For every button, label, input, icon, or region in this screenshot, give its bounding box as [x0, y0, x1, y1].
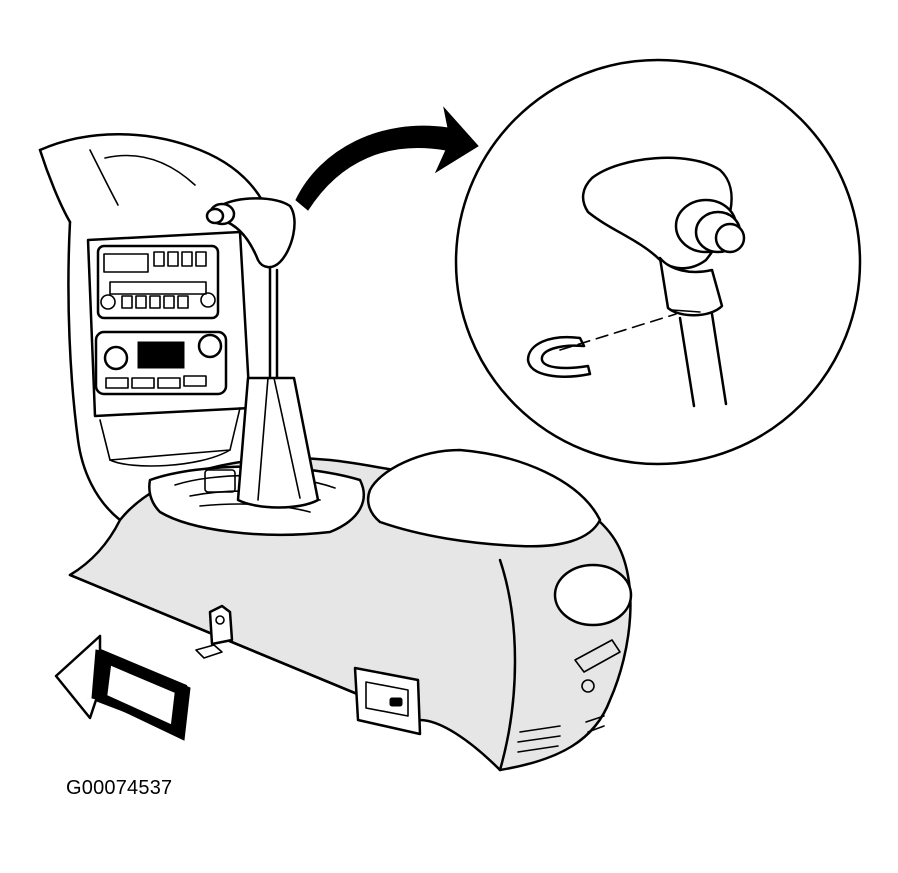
detail-shift-knob	[581, 156, 746, 408]
radio-unit	[96, 244, 220, 320]
curved-arrow-icon	[295, 106, 479, 211]
figure-reference-code: G00074537	[66, 777, 173, 799]
climate-control	[94, 330, 228, 396]
center-stack	[86, 230, 252, 467]
detail-circle	[454, 58, 862, 466]
shift-lever	[205, 197, 320, 509]
front-direction-arrow-icon	[54, 634, 191, 741]
retaining-clip	[526, 313, 677, 378]
